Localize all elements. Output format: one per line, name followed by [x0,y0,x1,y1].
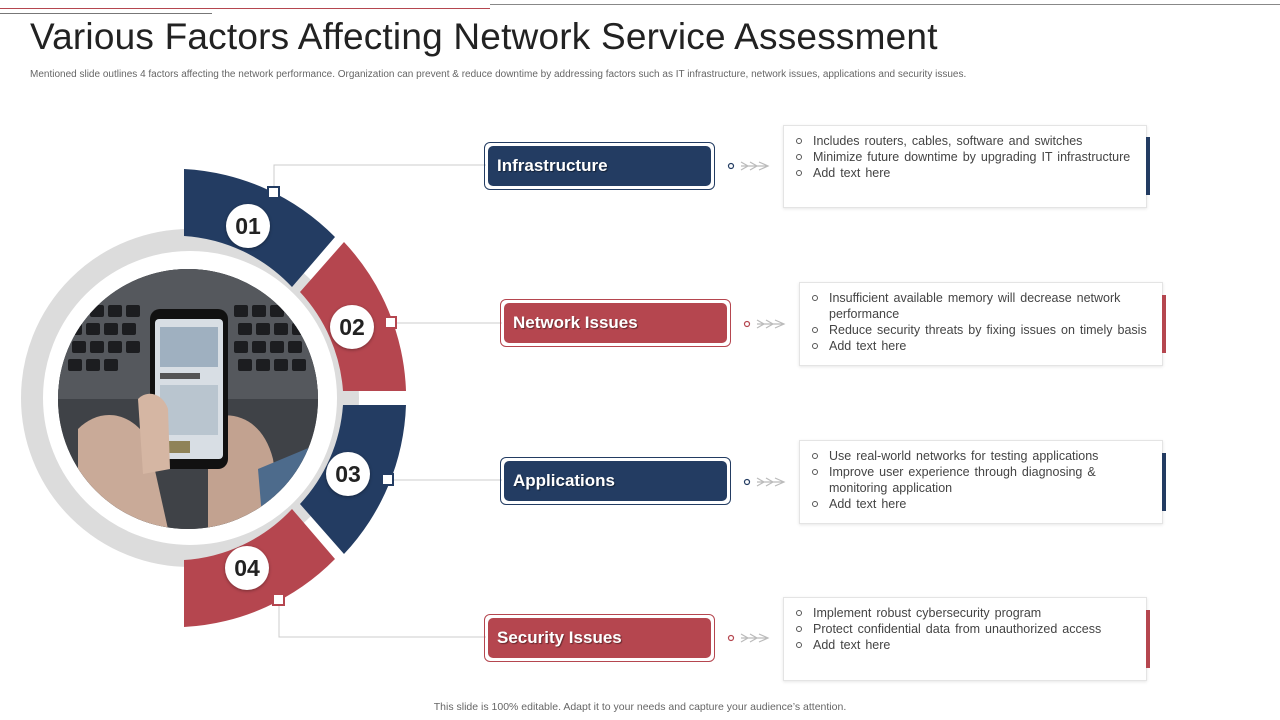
bullet-point: Reduce security threats by fixing issues… [812,322,1150,338]
card-accent-bar [1146,610,1150,668]
badge-04-number: 04 [234,554,260,581]
badge-01-number: 01 [235,212,261,239]
arrow-01 [740,161,770,171]
page-title: Various Factors Affecting Network Servic… [30,16,938,57]
factor-label-security-issues[interactable]: Security Issues [484,614,715,662]
badge-03-number: 03 [335,460,361,487]
connector-node-04 [272,593,285,606]
badge-02-number: 02 [339,313,365,340]
connector-node-03 [381,473,394,486]
bullet-point: Includes routers, cables, software and s… [796,133,1134,149]
page-subtitle: Mentioned slide outlines 4 factors affec… [30,69,967,80]
arrow-03 [756,477,786,487]
bullet-point: Add text here [812,338,1150,354]
bullet-point: Minimize future downtime by upgrading IT… [796,149,1134,165]
arrow-04 [740,633,770,643]
factor-label-applications[interactable]: Applications [500,457,731,505]
badge-01: 01 [226,204,270,248]
dot-01 [727,162,735,170]
connector-node-01 [267,186,280,199]
badge-02: 02 [330,305,374,349]
dot-03 [743,478,751,486]
factor-label-applications-text: Applications [504,461,727,501]
details-card-security-issues: Implement robust cybersecurity program P… [783,597,1150,681]
bullet-point: Add text here [812,496,1150,512]
bullet-point: Insufficient available memory will decre… [812,290,1150,322]
details-card-applications: Use real-world networks for testing appl… [799,440,1166,524]
card-accent-bar [1162,295,1166,353]
bullet-point: Protect confidential data from unauthori… [796,621,1134,637]
badge-03: 03 [326,452,370,496]
top-rule-gray [490,4,1280,5]
factor-label-infrastructure-text: Infrastructure [488,146,711,186]
dot-04 [727,634,735,642]
background-ring [21,229,359,567]
footer-note: This slide is 100% editable. Adapt it to… [433,701,847,713]
bullet-point: Add text here [796,165,1134,181]
top-rule-dark [0,13,212,14]
bullet-point: Use real-world networks for testing appl… [812,448,1150,464]
dot-02 [743,320,751,328]
badge-04: 04 [225,546,269,590]
bullet-point: Add text here [796,637,1134,653]
arrow-02 [756,319,786,329]
card-accent-bar [1146,137,1150,195]
factor-label-network-issues[interactable]: Network Issues [500,299,731,347]
details-card-network-issues: Insufficient available memory will decre… [799,282,1166,366]
connector-01 [273,164,486,193]
factor-label-network-issues-text: Network Issues [504,303,727,343]
factor-label-security-issues-text: Security Issues [488,618,711,658]
connector-04 [278,600,486,638]
factor-label-infrastructure[interactable]: Infrastructure [484,142,715,190]
top-rule-red [0,8,490,9]
bullet-point: Improve user experience through diagnosi… [812,464,1150,496]
connector-node-02 [384,316,397,329]
card-accent-bar [1162,453,1166,511]
bullet-point: Implement robust cybersecurity program [796,605,1134,621]
phone-photo [58,269,318,529]
details-card-infrastructure: Includes routers, cables, software and s… [783,125,1150,208]
